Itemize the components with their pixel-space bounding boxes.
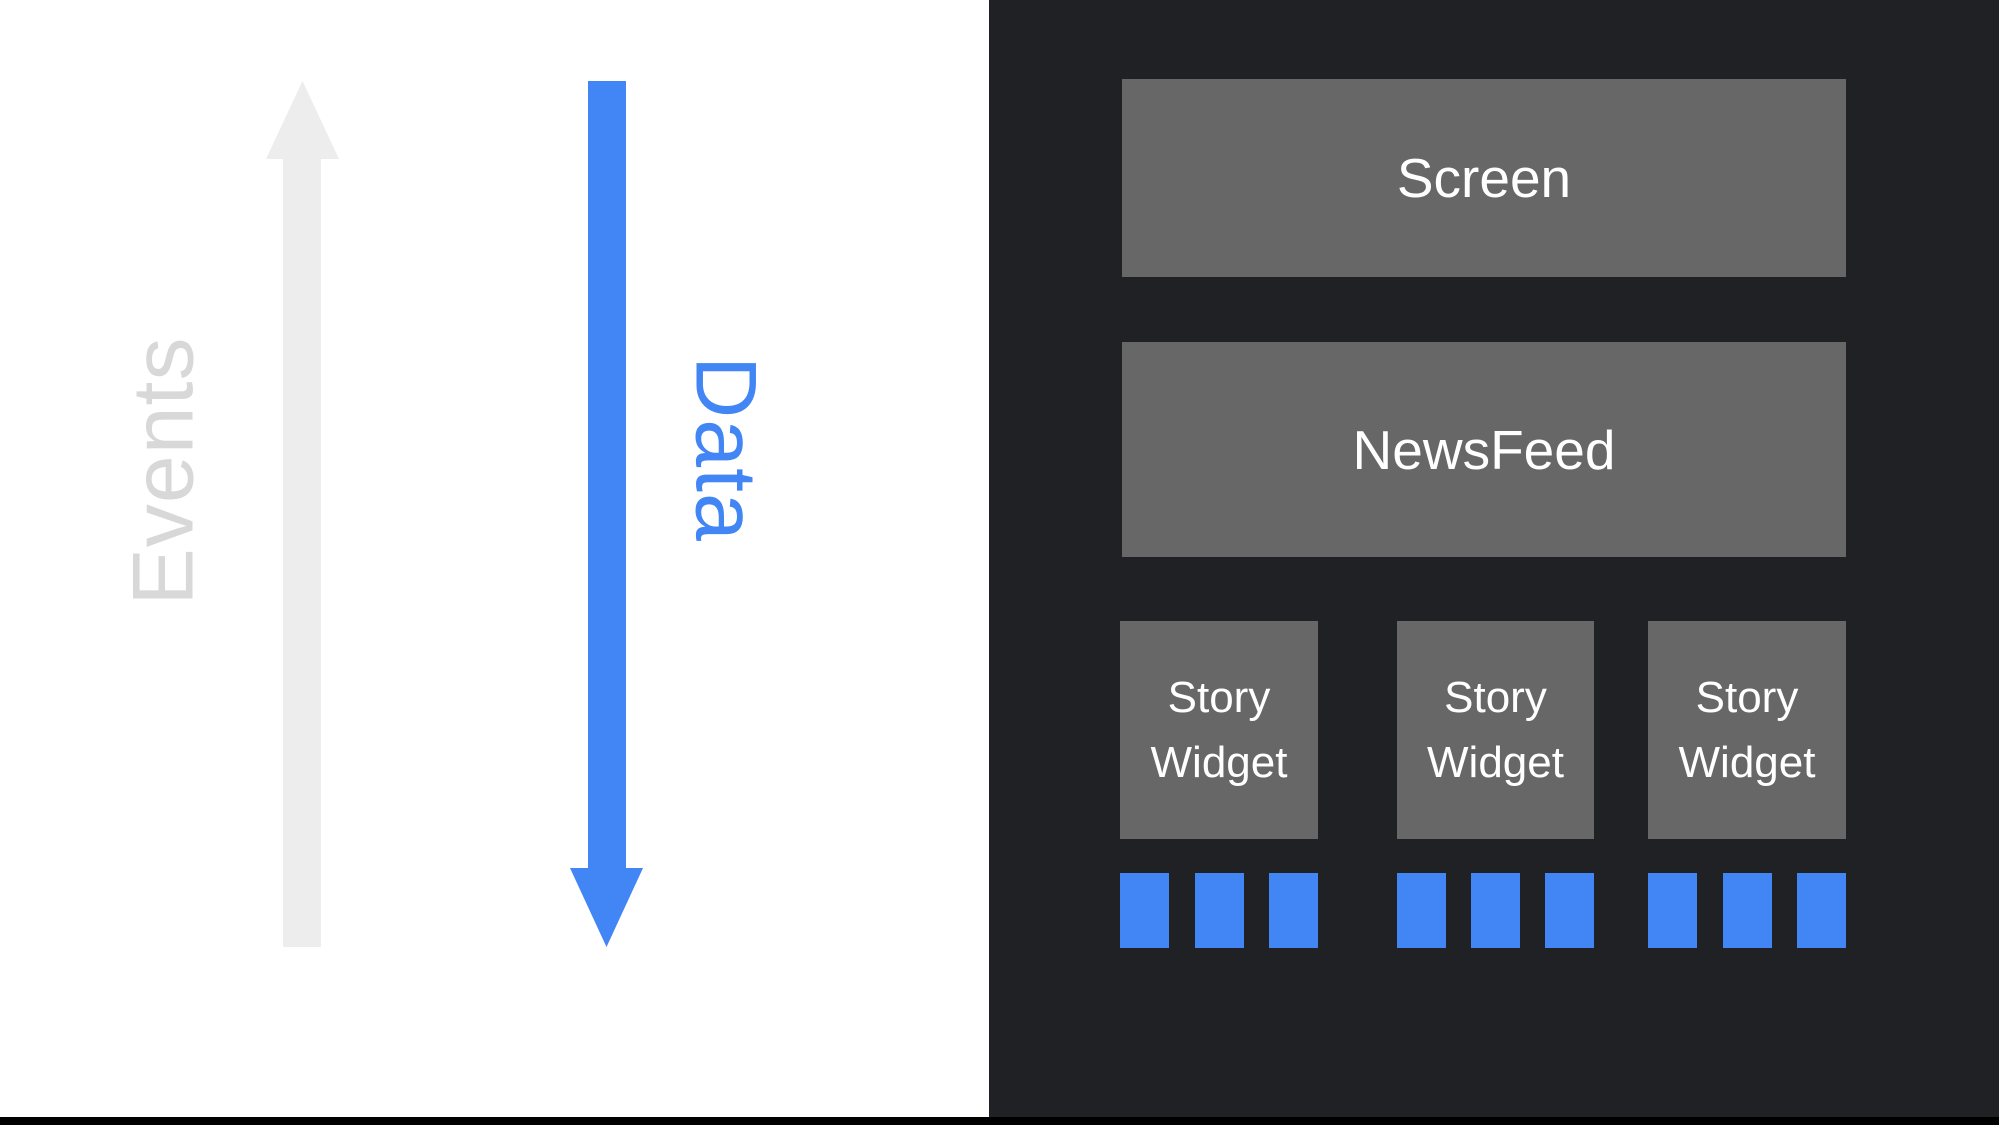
data-down-arrow-shape — [570, 81, 643, 947]
widget-tree-panel: Screen NewsFeed Story Widget Story Widge… — [989, 0, 1999, 1125]
newsfeed-node: NewsFeed — [1122, 342, 1846, 557]
data-block — [1194, 873, 1244, 948]
data-block — [1797, 873, 1846, 948]
data-block — [1397, 873, 1446, 948]
left-panel: Events Data — [0, 0, 989, 1125]
data-block-row-3 — [1648, 873, 1846, 948]
story-widget-node-2: Story Widget — [1397, 621, 1594, 839]
story-widget-node-3: Story Widget — [1648, 621, 1846, 839]
story-widget-node-label: Story Widget — [1427, 672, 1564, 787]
data-block — [1269, 873, 1318, 948]
data-block — [1471, 873, 1520, 948]
newsfeed-node-label: NewsFeed — [1352, 418, 1616, 481]
story-widget-node-1: Story Widget — [1120, 621, 1318, 839]
data-block — [1722, 873, 1772, 948]
events-up-arrow-icon — [266, 81, 339, 947]
data-block — [1648, 873, 1697, 948]
bottom-letterbox-bar — [0, 1117, 1999, 1125]
story-widget-node-label: Story Widget — [1678, 672, 1816, 787]
data-block — [1545, 873, 1594, 948]
screen-node: Screen — [1122, 79, 1846, 277]
events-label: Events — [115, 336, 212, 606]
events-up-arrow-shape — [266, 81, 339, 947]
data-label: Data — [677, 356, 774, 542]
data-down-arrow-icon — [570, 81, 643, 947]
data-block-row-2 — [1397, 873, 1594, 948]
data-block-row-1 — [1120, 873, 1318, 948]
data-block — [1120, 873, 1169, 948]
screen-node-label: Screen — [1396, 147, 1572, 209]
story-widget-node-label: Story Widget — [1150, 672, 1288, 787]
